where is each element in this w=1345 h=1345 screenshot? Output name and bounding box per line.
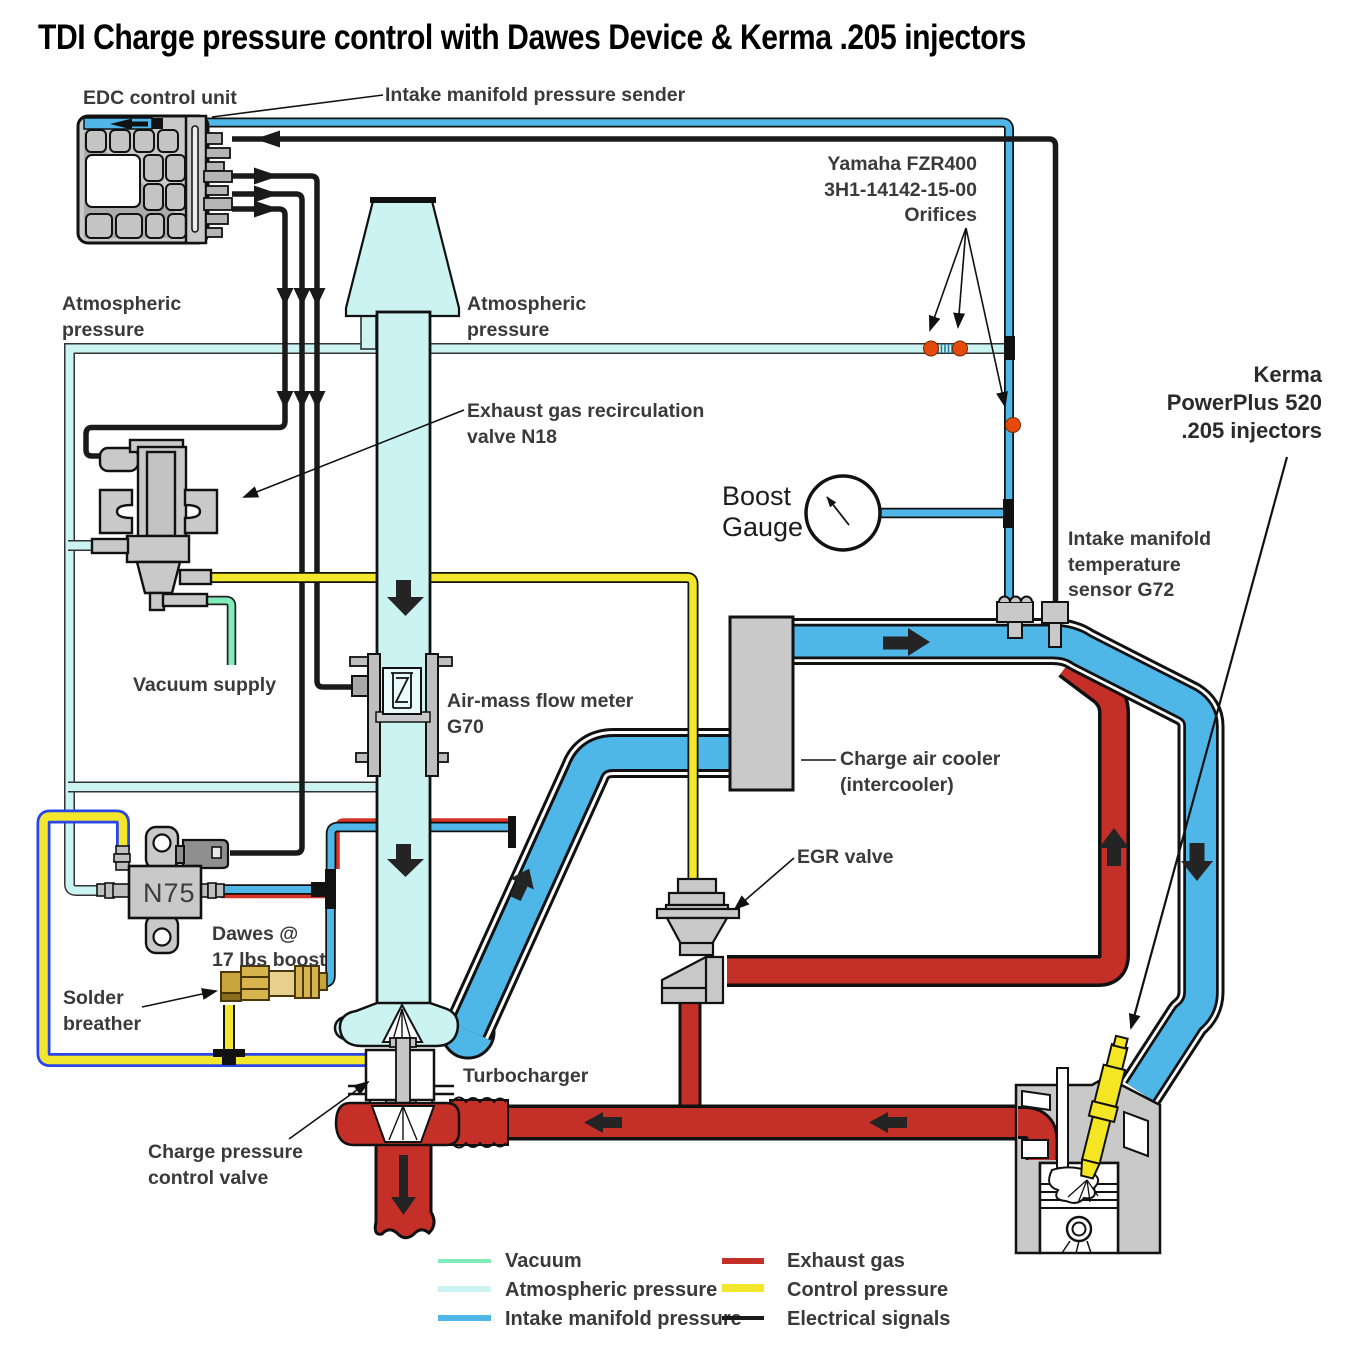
electrical-arrowheads xyxy=(254,130,326,409)
atm-right-label: Atmospheric pressure xyxy=(467,293,587,341)
solder-breather-label: Solder breather xyxy=(63,987,142,1035)
legend-swatch-vacuum xyxy=(438,1259,491,1263)
intercooler-label: Charge air cooler (intercooler) xyxy=(840,748,1001,796)
legend-label-atmospheric: Atmospheric pressure xyxy=(505,1279,718,1301)
injector xyxy=(1080,1034,1129,1180)
legend-swatch-electrical xyxy=(722,1316,764,1320)
page-title: TDI Charge pressure control with Dawes D… xyxy=(38,18,1026,57)
flow-arrows xyxy=(387,580,1213,1215)
pointer-lines xyxy=(141,94,1289,1140)
atm-left-label: Atmospheric pressure xyxy=(62,293,182,341)
edc-label: EDC control unit xyxy=(83,87,237,109)
atmospheric-pressure-lines xyxy=(64,343,1012,896)
orifices xyxy=(923,336,1021,528)
egr-control-pressure-line xyxy=(210,572,699,884)
g72-sensor xyxy=(996,595,1069,648)
kerma-label: Kerma PowerPlus 520 .205 injectors xyxy=(1166,362,1322,444)
electrical-lines xyxy=(83,136,1059,856)
n75-valve xyxy=(96,825,230,955)
vacuum-line xyxy=(205,595,237,665)
legend-label-exhaust: Exhaust gas xyxy=(787,1250,905,1272)
engine-cylinder xyxy=(1014,1034,1162,1255)
egr-label: EGR valve xyxy=(797,846,894,868)
n75-text: N75 xyxy=(143,878,196,908)
g72-label: Intake manifold temperature sensor G72 xyxy=(1068,528,1212,602)
legend-label-control: Control pressure xyxy=(787,1279,949,1301)
legend-label-vacuum: Vacuum xyxy=(505,1250,582,1272)
air-mass-flow-meter xyxy=(349,653,453,777)
cpcv-label: Charge pressure control valve xyxy=(148,1141,303,1189)
legend-label-electrical: Electrical signals xyxy=(787,1308,951,1330)
dawes-device xyxy=(220,965,328,1002)
intercooler xyxy=(728,615,795,792)
legend-label-intake: Intake manifold pressure xyxy=(505,1308,742,1330)
exhaust-pipes xyxy=(373,998,1030,1240)
orifices-label: Yamaha FZR400 3H1-14142-15-00 Orifices xyxy=(824,153,977,227)
n18-valve xyxy=(90,438,219,612)
boost-gauge xyxy=(804,474,882,552)
dawes-label: Dawes @ 17 lbs boost xyxy=(212,923,326,971)
wastegate-control-line xyxy=(36,809,370,1067)
legend-swatch-atmospheric xyxy=(438,1286,491,1292)
turbo-outlet-pipe xyxy=(440,728,735,1060)
legend-swatch-exhaust xyxy=(722,1258,764,1264)
n18-label: Exhaust gas recirculation valve N18 xyxy=(467,400,705,448)
intake-manifold-pipe xyxy=(793,618,1225,1105)
legend-swatch-control xyxy=(722,1284,764,1292)
vacuum-supply-label: Vacuum supply xyxy=(133,674,277,696)
edc-control-unit xyxy=(76,114,233,245)
pressure-sender-line xyxy=(206,117,1014,600)
legend-swatch-intake xyxy=(438,1315,491,1321)
boost-gauge-label: Boost Gauge xyxy=(722,481,804,543)
turbocharger-label: Turbocharger xyxy=(463,1065,589,1087)
sender-label: Intake manifold pressure sender xyxy=(385,84,686,106)
egr-valve xyxy=(655,877,741,1005)
turbocharger xyxy=(333,1001,461,1147)
g70-label: Air-mass flow meter G70 xyxy=(447,690,634,738)
